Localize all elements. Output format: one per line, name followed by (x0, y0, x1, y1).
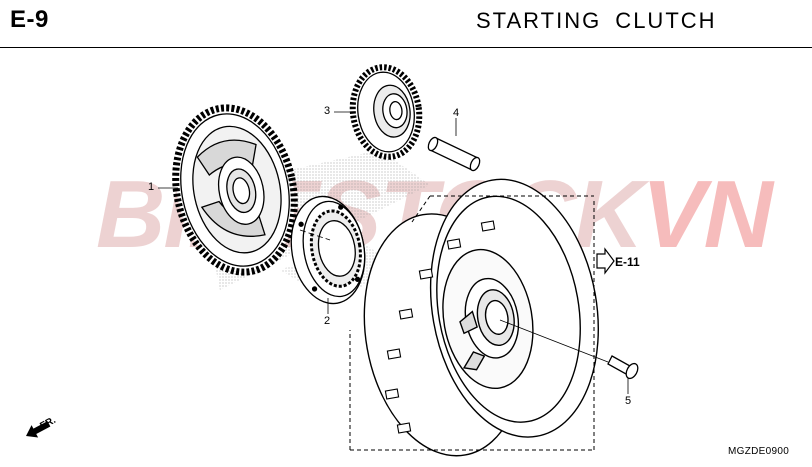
front-direction-arrow-icon (26, 421, 51, 438)
one-way-clutch (290, 195, 366, 305)
callout-3: 3 (324, 105, 331, 117)
axis-lines (299, 229, 609, 363)
starter-clutch-outer (363, 178, 599, 457)
leader-lines (158, 111, 629, 394)
drawing-code: MGZDE0900 (728, 446, 790, 457)
callout-4: 4 (453, 107, 460, 119)
header: E-9 STARTING CLUTCH (0, 0, 812, 50)
callout-5: 5 (625, 395, 632, 407)
reference-label[interactable]: E-11 (615, 255, 640, 269)
reference-arrow-icon (596, 247, 615, 275)
starter-driven-gear (172, 104, 298, 276)
watermark-text-accent: VN (641, 161, 773, 268)
flywheel-bolt (607, 355, 639, 380)
assembly-outline (349, 195, 595, 451)
page-code: E-9 (10, 6, 49, 33)
reduction-gear-shaft (427, 136, 481, 172)
page-title: STARTING CLUTCH (476, 8, 717, 33)
callout-1: 1 (148, 181, 155, 193)
header-divider (0, 47, 812, 48)
starter-reduction-gear (349, 64, 423, 160)
callout-2: 2 (324, 315, 331, 327)
